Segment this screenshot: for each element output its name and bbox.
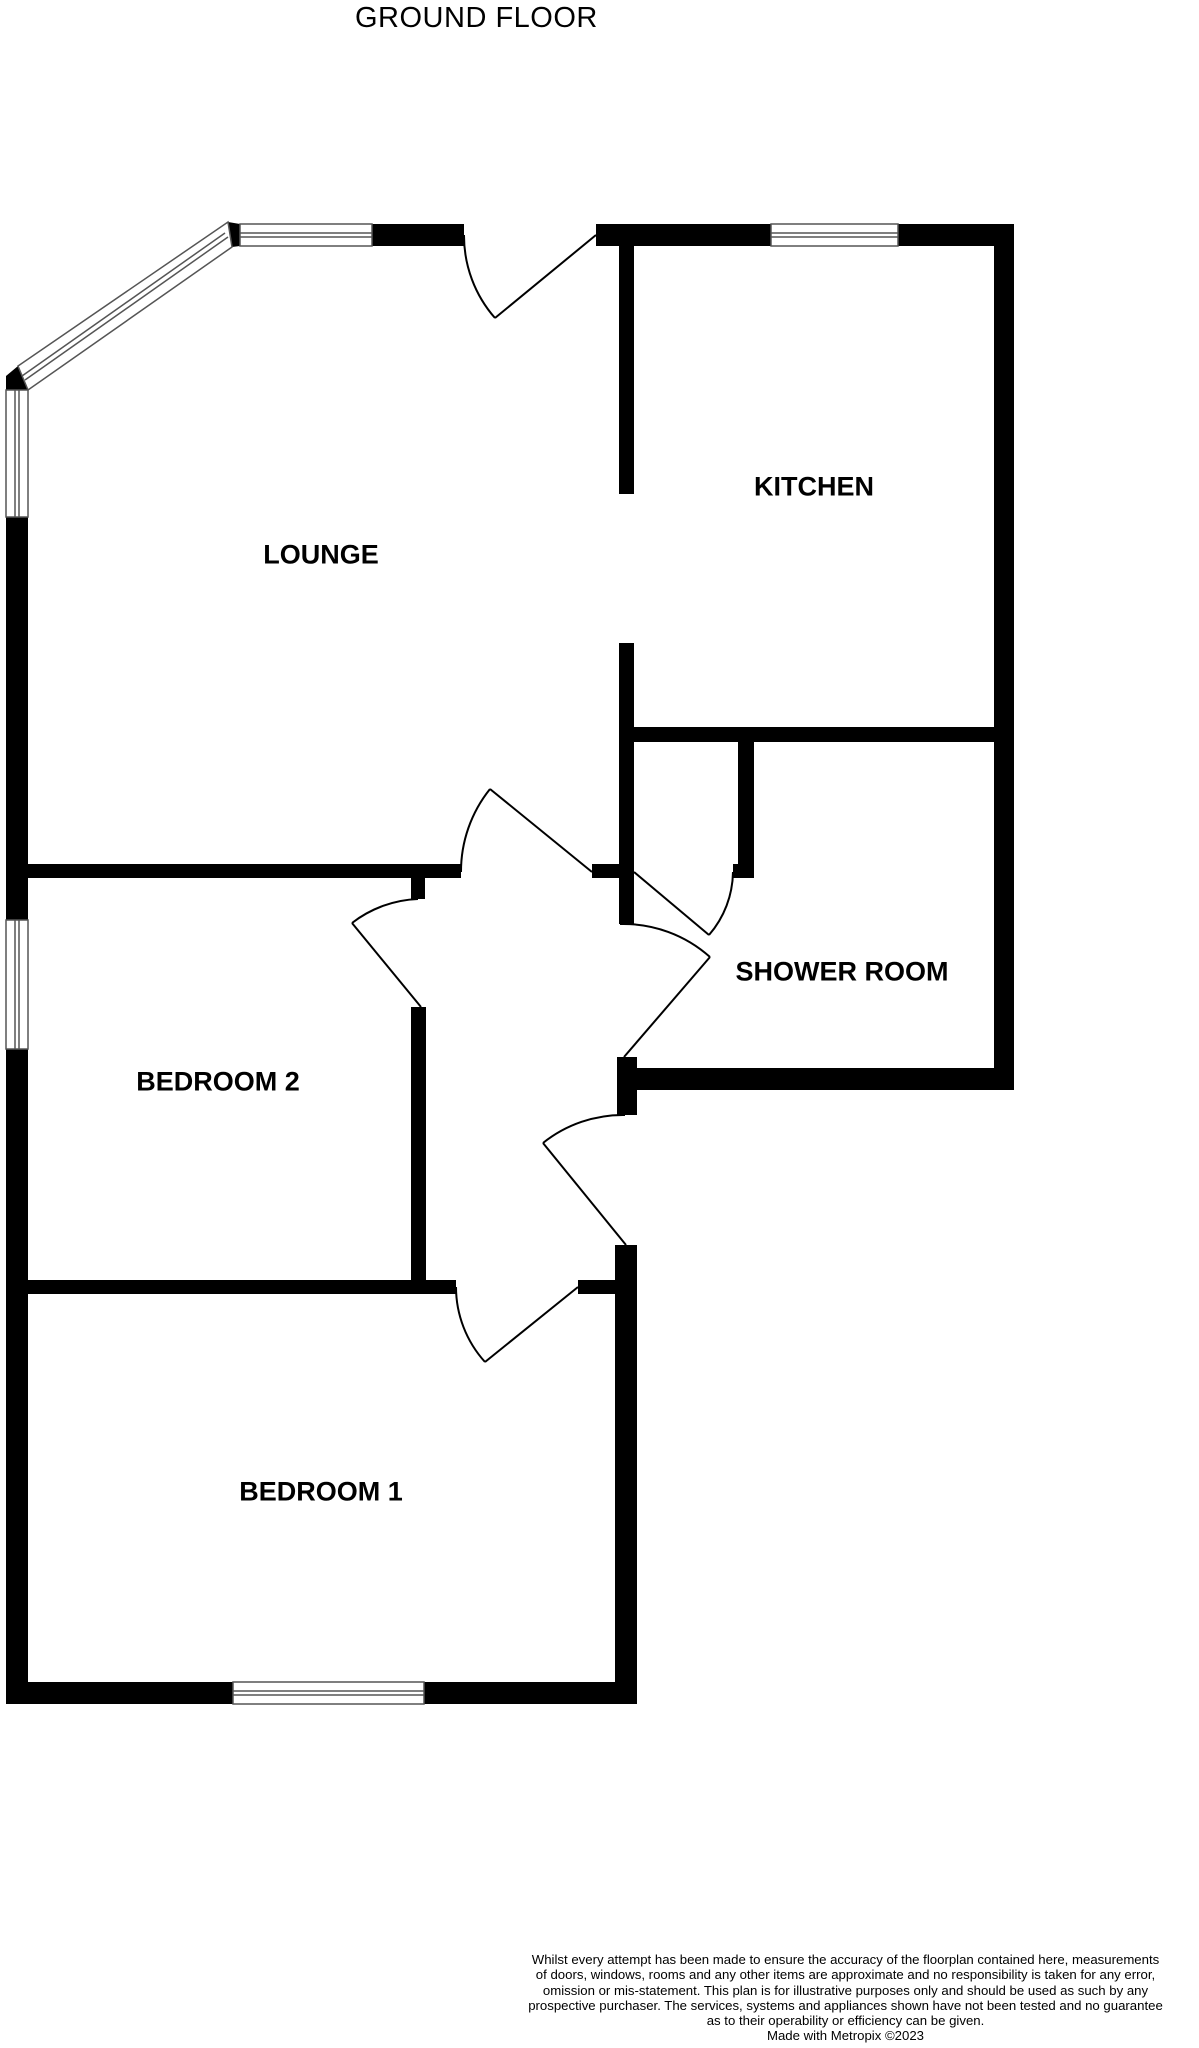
- door-lounge-hall: [459, 788, 593, 873]
- disclaimer-line: prospective purchaser. The services, sys…: [528, 1997, 1163, 2013]
- wall-west-bedroom2-lower: [6, 1049, 28, 1288]
- window-lounge-bay-diagonal: [17, 220, 233, 392]
- window-bedroom1-bottom: [232, 1681, 425, 1705]
- doors: [351, 234, 734, 1363]
- window-lounge-top: [239, 223, 373, 247]
- wall-lounge-kitchen-lower: [619, 643, 634, 924]
- door-shower-cupboard: [633, 871, 734, 936]
- wall-bed1-stub: [578, 1280, 618, 1294]
- door-bedroom1: [455, 1286, 579, 1363]
- room-label-bedroom-1: BEDROOM 1: [239, 1476, 403, 1507]
- disclaimer-line: of doors, windows, rooms and any other i…: [535, 1967, 1156, 1983]
- disclaimer-line: Whilst every attempt has been made to en…: [531, 1952, 1160, 1967]
- wall-shower-cupboard-foot: [733, 864, 754, 878]
- walls: [6, 222, 1014, 1704]
- wall-shower-jamb: [617, 1057, 637, 1115]
- window-lounge-west: [5, 389, 29, 518]
- wall-bedroom2-bottom: [6, 1280, 456, 1294]
- wall-lounge-bottom: [6, 864, 461, 878]
- room-label-kitchen: KITCHEN: [754, 471, 874, 502]
- wall-bedroom1-east: [615, 1245, 637, 1704]
- wall-top-hall: [596, 224, 771, 246]
- wall-bottom-right: [424, 1682, 637, 1704]
- bay-corner-left: [6, 366, 30, 390]
- disclaimer-credit: Made with Metropix ©2023: [766, 2028, 925, 2044]
- wall-bedroom2-east: [411, 1007, 426, 1281]
- floor-title: GROUND FLOOR: [355, 2, 598, 34]
- wall-west-lower-lounge: [6, 517, 28, 920]
- wall-bottom-left: [6, 1682, 233, 1704]
- wall-bed2-jamb: [411, 874, 425, 899]
- door-bedroom2: [351, 898, 422, 1008]
- windows: [5, 220, 899, 1705]
- wall-lounge-kitchen-upper: [619, 224, 634, 494]
- room-label-bedroom-2: BEDROOM 2: [136, 1066, 300, 1097]
- door-lounge-entrance: [462, 234, 597, 319]
- room-label-shower-room: SHOWER ROOM: [735, 956, 949, 987]
- window-bedroom2-west: [5, 919, 29, 1050]
- wall-hall-stub: [592, 864, 619, 878]
- window-kitchen-top: [770, 223, 899, 247]
- wall-top-kitchen-right: [898, 224, 1014, 246]
- disclaimer-line: as to their operability or efficiency ca…: [706, 2013, 985, 2029]
- door-shower-room: [619, 922, 711, 1058]
- disclaimer: Whilst every attempt has been made to en…: [493, 1952, 1198, 2044]
- wall-east: [994, 224, 1014, 1090]
- wall-shower-cupboard: [738, 738, 754, 878]
- disclaimer-line: omission or mis-statement. This plan is …: [542, 1982, 1149, 1998]
- wall-kitchen-shower: [619, 727, 1014, 742]
- wall-shower-bottom: [619, 1068, 1014, 1090]
- door-front-hall: [542, 1113, 627, 1246]
- wall-west-bedroom1: [6, 1288, 28, 1704]
- wall-lounge-top-left: [372, 224, 464, 246]
- room-label-lounge: LOUNGE: [263, 539, 379, 570]
